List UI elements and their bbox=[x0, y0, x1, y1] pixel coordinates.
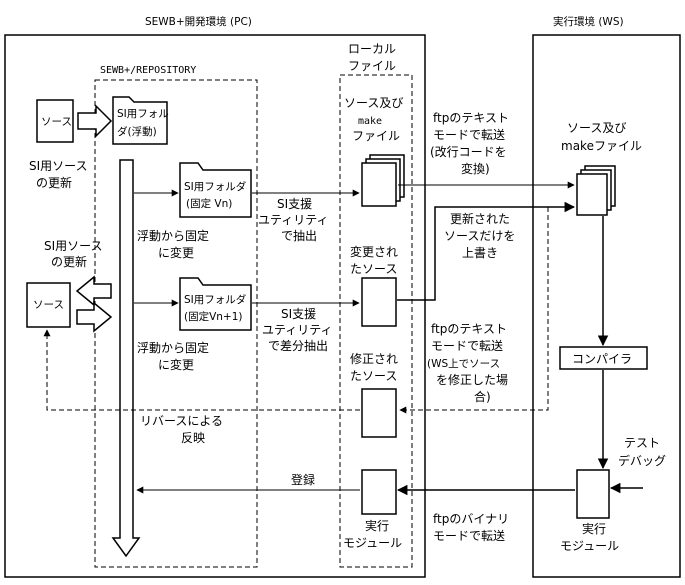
ftp-binary-label-2: モードで転送 bbox=[433, 528, 505, 543]
fat-arrow-source-to-repo bbox=[76, 301, 113, 333]
exec-module-local-label-2: モジュール bbox=[343, 536, 402, 550]
changed-source-label-2: たソース bbox=[350, 262, 397, 276]
local-files-title-1: ローカル bbox=[348, 42, 396, 56]
updated-overwrite-label-3: 上書き bbox=[462, 246, 498, 260]
source-box-top bbox=[36, 99, 74, 143]
ftp-text-transfer-label-2: モードで転送 bbox=[433, 127, 505, 142]
ftp-text-transfer-label-3: (改行コードを bbox=[430, 145, 507, 159]
source-box-top-label: ソース bbox=[41, 116, 72, 128]
ftp-text-back-label-5: 合) bbox=[474, 389, 491, 404]
exec-module-ws-label-2: モジュール bbox=[560, 539, 619, 553]
changed-source-label-1: 変更され bbox=[350, 244, 398, 259]
arrow-fixed-source-to-bottom-source-dashed bbox=[43, 329, 360, 411]
source-box-bottom bbox=[26, 282, 71, 328]
ftp-text-back-label-3: (WS上でソース bbox=[427, 358, 500, 370]
pc-environment-title: SEWB+開発環境 (PC) bbox=[145, 15, 252, 28]
local-files-frame bbox=[339, 74, 413, 568]
float-to-fixed-label-1a: 浮動から固定 bbox=[137, 228, 209, 243]
reverse-reflect-label-2: 反映 bbox=[181, 431, 205, 445]
compiler-box bbox=[559, 346, 648, 370]
si-support-extract-label-1: SI支援 bbox=[277, 197, 312, 211]
ws-doc-stack-front bbox=[576, 173, 608, 216]
ftp-text-transfer-label-1: ftpのテキスト bbox=[433, 111, 509, 125]
repository-flow-arrow bbox=[111, 159, 141, 558]
fixed-source-label-1: 修正され bbox=[350, 351, 398, 366]
float-to-fixed-label-2b: に変更 bbox=[158, 357, 194, 372]
fixed-source-label-2: たソース bbox=[350, 369, 397, 383]
test-debug-label-1: テスト bbox=[624, 436, 660, 450]
ftp-text-back-label-4: を修正した場 bbox=[436, 372, 508, 387]
si-support-extract-label-2: ユティリティ bbox=[258, 213, 329, 227]
si-support-diff-label-3: で差分抽出 bbox=[268, 339, 328, 353]
si-fixed-vn1-folder-label-1: SI用フォルダ bbox=[184, 293, 247, 306]
float-to-fixed-label-2a: 浮動から固定 bbox=[137, 340, 209, 355]
test-debug-label-2: デバッグ bbox=[618, 453, 666, 468]
float-to-fixed-label-1b: に変更 bbox=[158, 245, 194, 260]
ftp-text-back-label-2: モードで転送 bbox=[431, 338, 503, 353]
arrow-changed-to-ws-overwrite bbox=[397, 201, 576, 301]
si-support-diff-label-2: ユティリティ bbox=[262, 323, 333, 337]
source-box-bottom-label: ソース bbox=[33, 299, 64, 311]
si-support-diff-label-1: SI支援 bbox=[281, 307, 316, 321]
si-update-label-1b: の更新 bbox=[36, 175, 72, 190]
si-float-folder-icon bbox=[112, 96, 168, 145]
si-update-label-1a: SI用ソース bbox=[29, 159, 88, 173]
fat-arrow-repo-to-source bbox=[75, 275, 112, 307]
updated-overwrite-label-2: ソースだけを bbox=[444, 229, 515, 243]
ws-source-make-label-1: ソース及び bbox=[567, 121, 626, 135]
register-label: 登録 bbox=[291, 472, 315, 487]
compiler-label: コンパイラ bbox=[572, 352, 632, 366]
ws-environment-frame bbox=[532, 34, 681, 578]
fat-arrow-to-float-folder bbox=[77, 104, 113, 138]
si-update-label-2a: SI用ソース bbox=[44, 239, 103, 253]
fixed-source-doc bbox=[361, 388, 397, 438]
si-fixed-vn1-folder-label-2: (固定Vn+1) bbox=[184, 310, 243, 323]
exec-module-local-doc bbox=[361, 469, 397, 515]
si-float-folder-label-1: SI用フォル bbox=[117, 108, 169, 120]
local-source-make-label-3: ファイル bbox=[352, 129, 400, 143]
ws-source-make-label-2: makeファイル bbox=[561, 139, 642, 153]
si-support-extract-label-3: で抽出 bbox=[281, 229, 317, 243]
ftp-text-back-label-1: ftpのテキスト bbox=[431, 322, 507, 336]
repository-frame bbox=[94, 79, 258, 568]
reverse-reflect-label-1: リバースによる bbox=[140, 414, 223, 428]
arrow-ws-to-fixed-source-dashed bbox=[399, 207, 549, 414]
exec-module-local-label-1: 実行 bbox=[365, 518, 389, 533]
local-files-title-2: ファイル bbox=[348, 59, 396, 73]
ws-environment-title: 実行環境 (WS) bbox=[553, 15, 624, 28]
si-fixed-vn1-folder-icon bbox=[179, 277, 252, 331]
exec-module-ws-doc bbox=[576, 469, 610, 519]
si-fixed-vn-folder-label-1: SI用フォルダ bbox=[184, 180, 247, 193]
pc-environment-frame bbox=[4, 34, 426, 578]
ftp-text-transfer-label-4: 変換) bbox=[461, 161, 490, 176]
changed-source-doc bbox=[361, 277, 397, 327]
repository-title: SEWB+/REPOSITORY bbox=[100, 65, 196, 76]
local-doc-stack-front bbox=[361, 162, 397, 207]
si-update-label-2b: の更新 bbox=[51, 254, 87, 269]
si-fixed-vn-folder-icon bbox=[179, 162, 252, 218]
local-source-make-label-2: make bbox=[358, 116, 382, 127]
si-fixed-vn-folder-label-2: (固定 Vn) bbox=[186, 197, 232, 210]
updated-overwrite-label-1: 更新された bbox=[450, 211, 510, 226]
local-source-make-label-1: ソース及び bbox=[344, 96, 403, 110]
si-float-folder-label-2: ダ(浮動) bbox=[117, 125, 157, 138]
ftp-binary-label-1: ftpのバイナリ bbox=[433, 512, 509, 526]
exec-module-ws-label-1: 実行 bbox=[582, 521, 606, 536]
